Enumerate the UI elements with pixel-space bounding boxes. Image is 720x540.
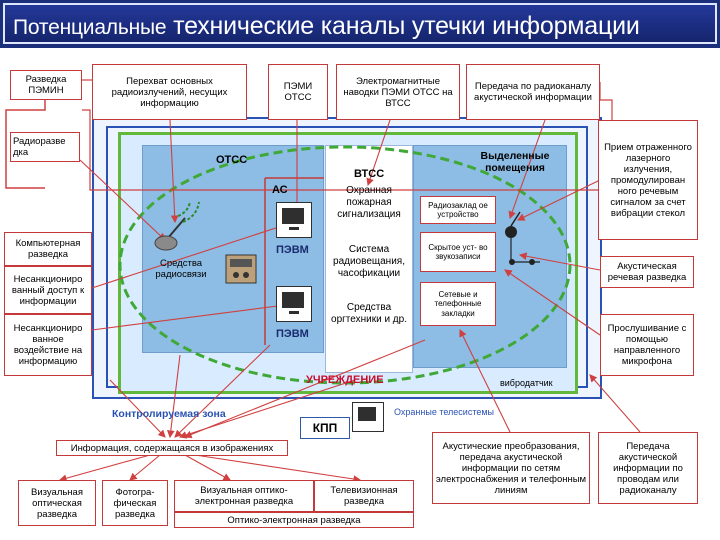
arrow-izobr-4 — [183, 339, 426, 439]
box-foto: Фотогра- фическая разведка — [102, 480, 168, 526]
arrow-izobr-5 — [109, 379, 166, 438]
box-nesank-dostup: Несанкциониро ванный доступ к информации — [4, 266, 92, 314]
label-sredstva-radio: Средства радиосвязи — [155, 258, 207, 280]
tv-camera-icon — [352, 402, 384, 432]
monitor-icon — [276, 286, 312, 322]
arrow-foto — [129, 454, 161, 481]
title-frame: Потенциальные технические каналы утечки … — [3, 3, 717, 44]
box-lazer: Прием отраженного лазерного излучения, п… — [598, 120, 698, 240]
box-akust-rech: Акустическая речевая разведка — [600, 256, 694, 288]
label-otss: ОТСС — [216, 154, 248, 166]
arrow-proslush — [504, 269, 601, 336]
antenna-icon — [154, 201, 200, 251]
box-pemi-otss: ПЭМИ ОТСС — [268, 64, 328, 120]
arrow-radio — [79, 159, 166, 241]
page-title: Потенциальные технические каналы утечки … — [13, 12, 640, 41]
label-vibrodatchik: вибродатчик — [500, 378, 553, 388]
label-ohran-pozh: Охранная пожарная сигнализация — [337, 185, 401, 220]
label-sistema-zvuk: Система радиовещания, часофикации — [333, 244, 405, 279]
title-bar: Потенциальные технические каналы утечки … — [0, 0, 720, 48]
box-perehvat: Перехват основных радиоизлучений, несущи… — [92, 64, 247, 120]
controlled-zone-ellipse — [118, 145, 572, 385]
arrow-peredacha — [508, 119, 546, 220]
left-connector — [5, 98, 46, 189]
arrow-izobr-2 — [174, 344, 271, 438]
arrow-opt — [184, 454, 231, 481]
box-elmag-navodki: Электромагнитные наводки ПЭМИ ОТСС на ВТ… — [336, 64, 460, 120]
box-akust-preobr: Акустические преобразования, передача ак… — [432, 432, 590, 504]
arrow-akust-preobr — [459, 329, 511, 433]
title-part1: Потенциальные — [13, 16, 167, 39]
label-pevm-1: ПЭВМ — [276, 244, 309, 256]
box-radiozaklad: Радиозаклад ое устройство — [420, 196, 496, 224]
box-nesank-vozd: Несанкциониро ванное воздействие на инфо… — [4, 314, 92, 376]
box-viz-opt: Визуальная оптическая разведка — [18, 480, 96, 526]
arrow-nesank — [91, 302, 287, 331]
label-sredstva-orgtech: Средства оргтехники и др. — [331, 302, 407, 325]
label-as: АС — [272, 184, 288, 196]
arrow-izobr-1 — [166, 354, 181, 439]
arrow-viz — [58, 454, 151, 482]
arrow-tv — [194, 454, 362, 483]
label-kontrol-zona: Контролируемая зона — [112, 408, 226, 420]
box-tv: Телевизионная разведка — [314, 480, 414, 512]
box-proslush: Прослушивание с помощью направленного ми… — [600, 314, 694, 376]
box-razvedka-pemin: Разведка ПЭМИН — [10, 70, 82, 100]
arrow-akust — [518, 252, 601, 271]
monitor-icon — [276, 202, 312, 238]
title-part2: технические каналы утечки информации — [173, 12, 640, 40]
label-uchrezhdenie: УЧРЕЖДЕНИЕ — [306, 374, 384, 386]
box-info-izobr: Информация, содержащаяся в изображениях — [56, 440, 288, 456]
box-komp-razvedka: Компьютерная разведка — [4, 232, 92, 266]
box-viz-opt-el: Визуальная оптико- электронная разведка — [174, 480, 314, 512]
label-vydel-pom: Выделенные помещения — [480, 150, 550, 174]
radio-phone-icon — [225, 254, 257, 284]
arrow-perehvat — [169, 119, 179, 224]
arrow-navodki — [366, 119, 391, 187]
box-kpp: КПП — [300, 417, 350, 439]
box-skryt-ustr: Скрытое уст- во звукозаписи — [420, 232, 496, 272]
box-setevye: Сетевые и телефонные закладки — [420, 282, 496, 326]
box-radiorazvedka: Радиоразве дка — [10, 132, 80, 162]
box-peredacha-provod: Передача акустической информации по пров… — [598, 432, 698, 504]
arrow-lazer — [517, 179, 601, 221]
label-pevm-2: ПЭВМ — [276, 328, 309, 340]
box-opt-el: Оптико-электронная разведка — [174, 512, 414, 528]
arrow-komp — [91, 223, 287, 289]
box-peredacha-radio: Передача по радиоканалу акустической инф… — [466, 64, 600, 120]
label-vtss: ВТСС — [354, 168, 385, 180]
microphone-icon — [505, 211, 540, 265]
label-ohran-tv: Охранные телесистемы — [394, 407, 495, 417]
arrow-provod — [589, 374, 641, 433]
